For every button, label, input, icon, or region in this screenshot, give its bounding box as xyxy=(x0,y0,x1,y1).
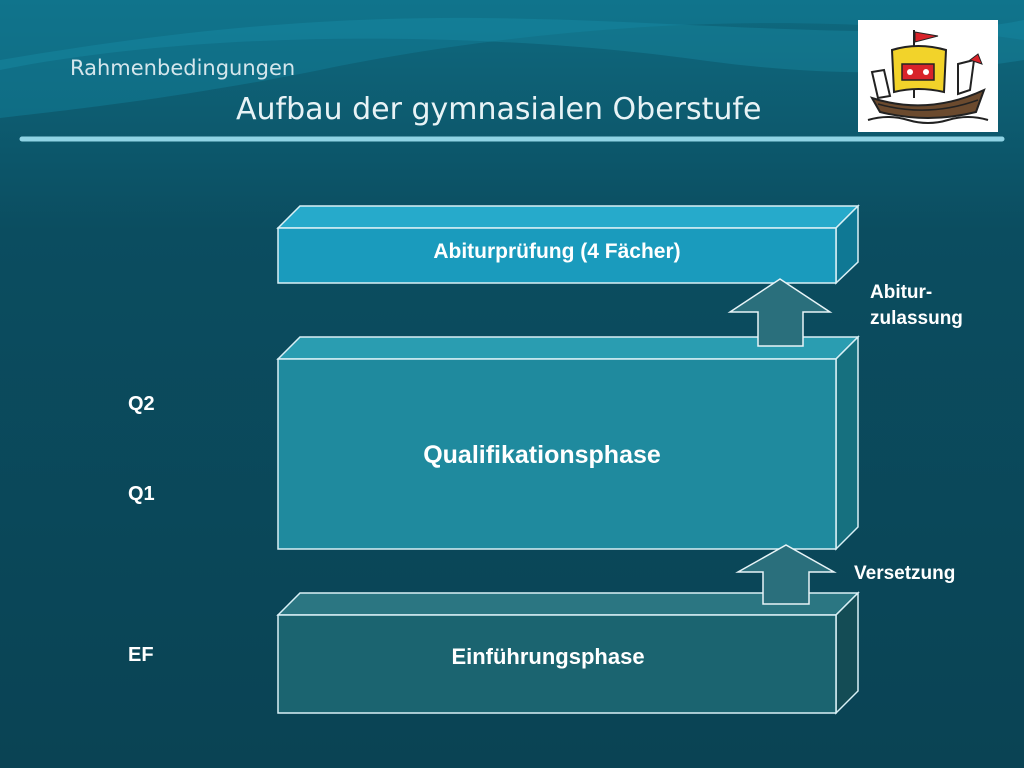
box-label-einfuehrungsphase: Einführungsphase xyxy=(451,644,645,669)
header-swoosh xyxy=(0,0,1024,118)
school-logo xyxy=(858,20,998,132)
box-label-abiturpruefung: Abiturprüfung (4 Fächer) xyxy=(433,240,681,263)
box-einfuehrungsphase xyxy=(276,591,860,715)
arrow-up-abiturzulassung xyxy=(727,278,833,347)
phase-label-q1: Q1 xyxy=(128,483,155,505)
note-abiturzulassung-line1: Abitur- xyxy=(870,282,933,303)
box-label-qualifikationsphase: Qualifikationsphase xyxy=(423,441,661,469)
box-qualifikationsphase xyxy=(276,335,860,551)
slide-title: Aufbau der gymnasialen Oberstufe xyxy=(236,92,762,127)
note-versetzung: Versetzung xyxy=(854,563,956,584)
phase-label-ef: EF xyxy=(128,644,154,666)
slide-subtitle: Rahmenbedingungen xyxy=(70,56,296,80)
ship-crest-icon xyxy=(867,30,989,124)
phase-label-q2: Q2 xyxy=(128,393,155,415)
box-abiturpruefung xyxy=(276,204,860,285)
note-abiturzulassung-line2: zulassung xyxy=(870,308,963,329)
note-abiturzulassung: Abitur- zulassung xyxy=(870,280,963,332)
header-swoosh-light xyxy=(0,17,1024,73)
arrow-up-versetzung xyxy=(735,544,837,605)
